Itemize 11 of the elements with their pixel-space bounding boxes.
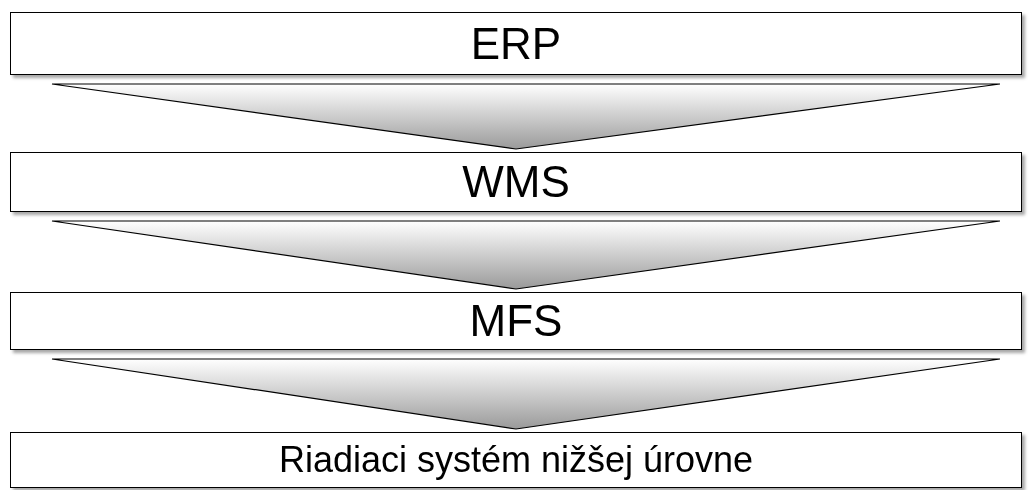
chevron-arrow	[51, 83, 1001, 150]
level-label: Riadiaci systém nižšej úrovne	[278, 442, 754, 478]
level-label: ERP	[470, 21, 562, 66]
level-label: MFS	[469, 299, 563, 343]
chevron-arrow	[51, 358, 1001, 430]
chevron-arrow	[51, 220, 1001, 290]
level-label: WMS	[462, 160, 570, 204]
level-box	[10, 432, 1022, 488]
level-box	[10, 12, 1022, 75]
level-box	[10, 292, 1022, 350]
level-box	[10, 152, 1022, 212]
